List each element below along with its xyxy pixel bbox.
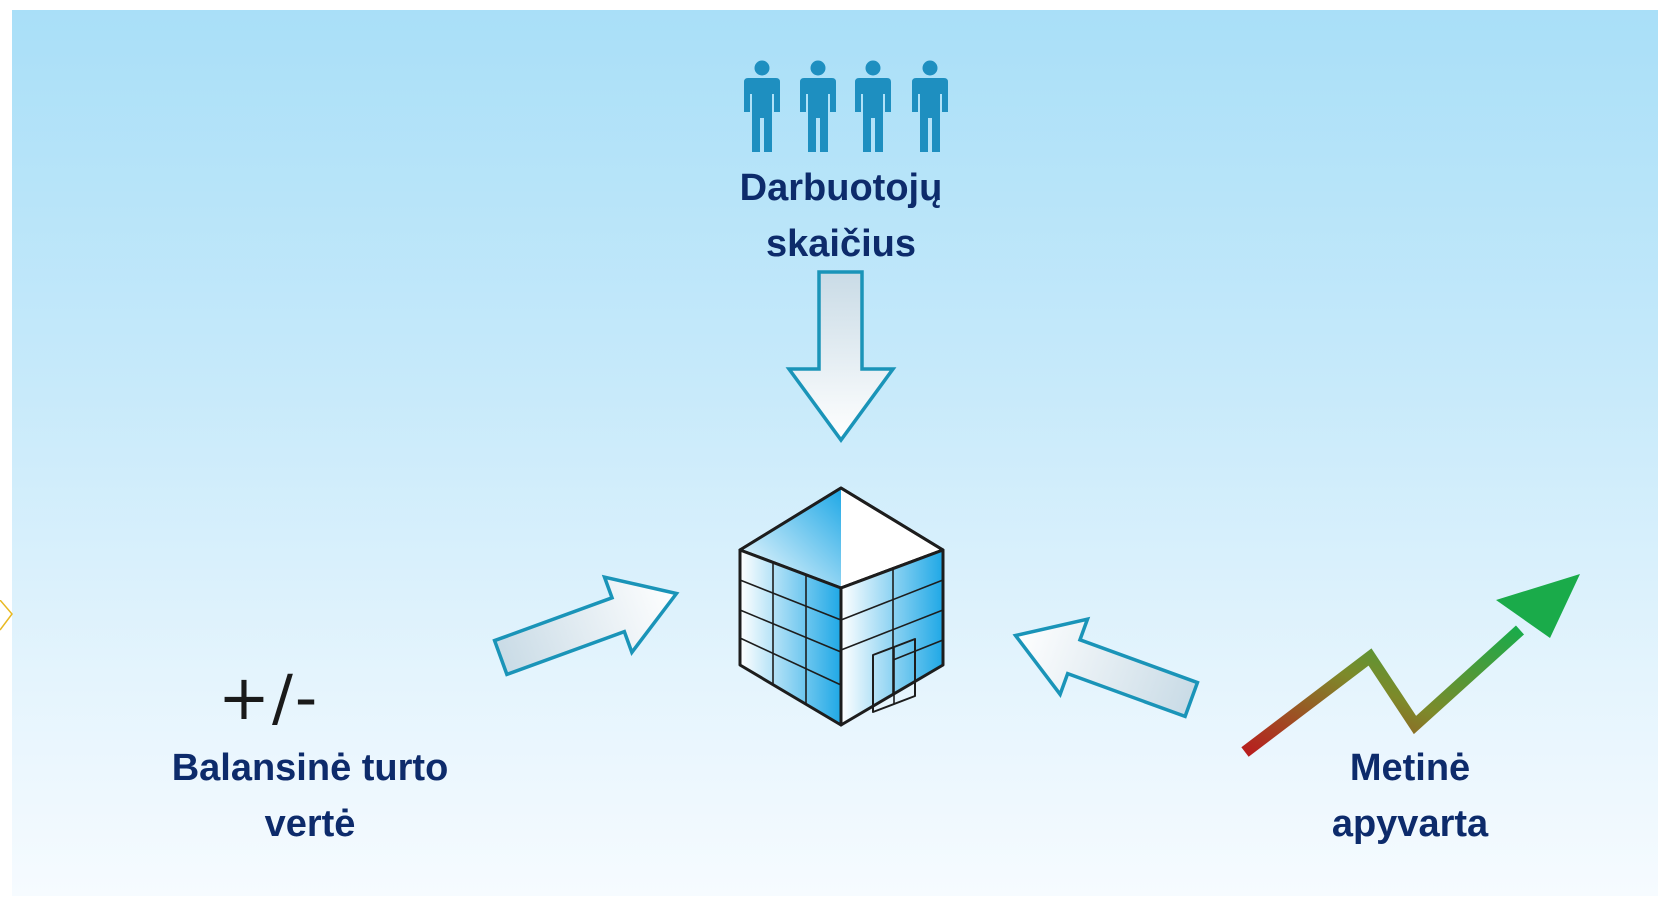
corner-decoration: [0, 600, 13, 631]
turnover-label-line1: Metinė: [1349, 747, 1471, 789]
employees-label-line1: Darbuotojų: [739, 167, 943, 209]
assets-label: Balansinė turto vertė: [140, 740, 480, 852]
arrow-left-in: [492, 574, 680, 677]
employees-label: Darbuotojų skaičius: [700, 160, 982, 272]
arrow-right-in: [1012, 616, 1200, 719]
people-icon: [744, 60, 948, 152]
diagram-background: [12, 10, 1658, 896]
arrow-down: [785, 270, 897, 443]
turnover-label: Metinė apyvarta: [1290, 740, 1530, 852]
assets-label-line1: Balansinė turto: [171, 747, 449, 789]
growth-chart-icon: [1241, 574, 1580, 757]
turnover-label-line2: apyvarta: [1331, 803, 1489, 845]
assets-label-line2: vertė: [264, 803, 356, 845]
plus-minus-sign: +/-: [218, 661, 320, 734]
building-icon: [738, 486, 945, 727]
employees-label-line2: skaičius: [766, 223, 916, 265]
